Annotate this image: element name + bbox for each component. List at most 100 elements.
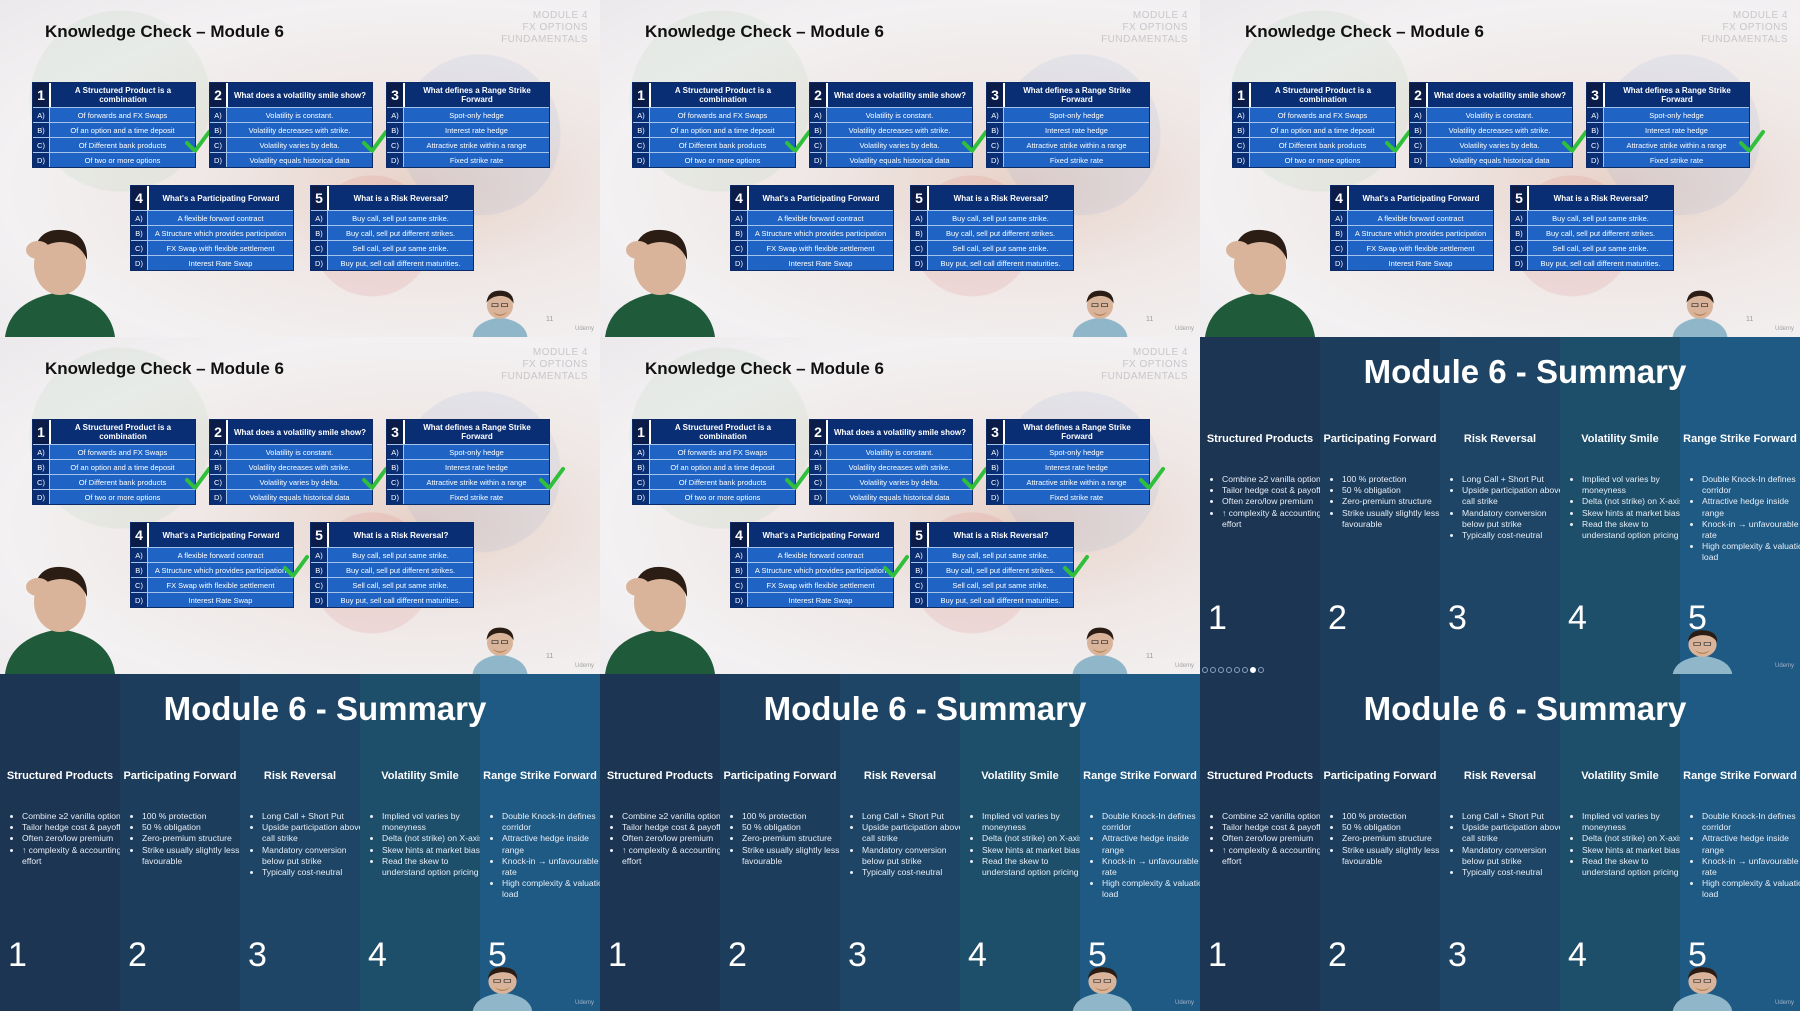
answer-option[interactable]: A)A flexible forward contract: [1331, 210, 1493, 225]
answer-option[interactable]: B)Volatility decreases with strike.: [810, 459, 972, 474]
answer-option[interactable]: B)Of an option and a time deposit: [33, 122, 195, 137]
answer-option[interactable]: C)Volatility varies by delta.: [210, 467, 388, 490]
answer-option[interactable]: D)Buy put, sell call different maturitie…: [911, 592, 1073, 607]
answer-option[interactable]: B)Interest rate hedge: [387, 122, 549, 137]
answer-option[interactable]: C)Volatility varies by delta.: [810, 467, 988, 490]
answer-option[interactable]: B)Buy call, sell put different strikes.: [311, 562, 473, 577]
answer-option[interactable]: B)Interest rate hedge: [987, 459, 1149, 474]
answer-option[interactable]: A)Volatility is constant.: [210, 444, 372, 459]
answer-option[interactable]: A)Buy call, sell put same strike.: [911, 547, 1073, 562]
answer-option[interactable]: D)Volatility equals historical data: [210, 152, 372, 167]
answer-option[interactable]: D)Fixed strike rate: [387, 489, 549, 504]
answer-option[interactable]: D)Buy put, sell call different maturitie…: [1511, 255, 1673, 270]
answer-option[interactable]: C)FX Swap with flexible settlement: [131, 240, 293, 255]
answer-option[interactable]: D)Interest Rate Swap: [131, 592, 293, 607]
answer-option[interactable]: B)Buy call, sell put different strikes.: [1511, 225, 1673, 240]
answer-option[interactable]: B)Interest rate hedge: [987, 122, 1149, 137]
answer-option[interactable]: A)Of forwards and FX Swaps: [33, 444, 195, 459]
answer-option[interactable]: A)Volatility is constant.: [1410, 107, 1572, 122]
answer-option[interactable]: C)Of Different bank products: [633, 467, 811, 490]
answer-option[interactable]: A)Buy call, sell put same strike.: [311, 547, 473, 562]
answer-option[interactable]: A)Spot-only hedge: [987, 444, 1149, 459]
answer-option[interactable]: D)Volatility equals historical data: [210, 489, 372, 504]
answer-option[interactable]: D)Of two or more options: [33, 489, 195, 504]
answer-option[interactable]: D)Of two or more options: [633, 489, 795, 504]
answer-option[interactable]: A)Volatility is constant.: [810, 444, 972, 459]
answer-option[interactable]: D)Interest Rate Swap: [131, 255, 293, 270]
answer-option[interactable]: A)Buy call, sell put same strike.: [1511, 210, 1673, 225]
answer-option[interactable]: C)Sell call, sell put same strike.: [1511, 240, 1673, 255]
answer-option[interactable]: A)A flexible forward contract: [731, 210, 893, 225]
answer-option[interactable]: B)Buy call, sell put different strikes.: [311, 225, 473, 240]
answer-option[interactable]: C)Of Different bank products: [1233, 130, 1411, 153]
answer-option[interactable]: B)Volatility decreases with strike.: [210, 122, 372, 137]
answer-option[interactable]: B)Buy call, sell put different strikes.: [911, 225, 1073, 240]
answer-option[interactable]: C)Volatility varies by delta.: [210, 130, 388, 153]
answer-option[interactable]: B)Volatility decreases with strike.: [210, 459, 372, 474]
answer-option[interactable]: D)Fixed strike rate: [1587, 152, 1749, 167]
answer-option[interactable]: D)Of two or more options: [33, 152, 195, 167]
answer-option[interactable]: C)FX Swap with flexible settlement: [731, 577, 893, 592]
answer-option[interactable]: B)A Structure which provides participati…: [731, 225, 893, 240]
answer-option[interactable]: B)Buy call, sell put different strikes.: [911, 555, 1089, 578]
answer-option[interactable]: C)Attractive strike within a range: [387, 137, 549, 152]
answer-option[interactable]: C)Volatility varies by delta.: [1410, 130, 1588, 153]
answer-option[interactable]: A)Spot-only hedge: [387, 444, 549, 459]
answer-option[interactable]: D)Fixed strike rate: [387, 152, 549, 167]
answer-option[interactable]: C)FX Swap with flexible settlement: [731, 240, 893, 255]
progress-dot[interactable]: [1218, 667, 1224, 673]
answer-option[interactable]: D)Of two or more options: [1233, 152, 1395, 167]
answer-option[interactable]: B)Volatility decreases with strike.: [810, 122, 972, 137]
answer-option[interactable]: A)Buy call, sell put same strike.: [911, 210, 1073, 225]
answer-option[interactable]: D)Volatility equals historical data: [810, 489, 972, 504]
progress-dot[interactable]: [1258, 667, 1264, 673]
answer-option[interactable]: C)Of Different bank products: [633, 130, 811, 153]
answer-option[interactable]: C)FX Swap with flexible settlement: [1331, 240, 1493, 255]
progress-dot[interactable]: [1202, 667, 1208, 673]
answer-option[interactable]: C)Volatility varies by delta.: [810, 130, 988, 153]
progress-dot[interactable]: [1242, 667, 1248, 673]
progress-dot[interactable]: [1234, 667, 1240, 673]
answer-option[interactable]: C)Of Different bank products: [33, 467, 211, 490]
answer-option[interactable]: D)Of two or more options: [633, 152, 795, 167]
answer-option[interactable]: B)Of an option and a time deposit: [33, 459, 195, 474]
answer-option[interactable]: C)Sell call, sell put same strike.: [911, 577, 1073, 592]
answer-option[interactable]: A)Buy call, sell put same strike.: [311, 210, 473, 225]
answer-option[interactable]: B)Interest rate hedge: [1587, 122, 1749, 137]
answer-option[interactable]: A)Of forwards and FX Swaps: [1233, 107, 1395, 122]
answer-option[interactable]: C)Sell call, sell put same strike.: [911, 240, 1073, 255]
answer-option[interactable]: B)Volatility decreases with strike.: [1410, 122, 1572, 137]
answer-option[interactable]: B)A Structure which provides participati…: [1331, 225, 1493, 240]
answer-option[interactable]: C)Attractive strike within a range: [1587, 130, 1765, 153]
answer-option[interactable]: B)Interest rate hedge: [387, 459, 549, 474]
answer-option[interactable]: A)Of forwards and FX Swaps: [33, 107, 195, 122]
answer-option[interactable]: D)Fixed strike rate: [987, 489, 1149, 504]
answer-option[interactable]: C)Sell call, sell put same strike.: [311, 577, 473, 592]
answer-option[interactable]: D)Fixed strike rate: [987, 152, 1149, 167]
answer-option[interactable]: A)Spot-only hedge: [987, 107, 1149, 122]
answer-option[interactable]: A)A flexible forward contract: [731, 547, 893, 562]
answer-option[interactable]: C)Of Different bank products: [33, 130, 211, 153]
answer-option[interactable]: C)Sell call, sell put same strike.: [311, 240, 473, 255]
answer-option[interactable]: C)Attractive strike within a range: [987, 467, 1165, 490]
answer-option[interactable]: A)Of forwards and FX Swaps: [633, 107, 795, 122]
answer-option[interactable]: D)Interest Rate Swap: [731, 592, 893, 607]
answer-option[interactable]: B)A Structure which provides participati…: [131, 555, 309, 578]
answer-option[interactable]: B)Of an option and a time deposit: [1233, 122, 1395, 137]
answer-option[interactable]: D)Buy put, sell call different maturitie…: [311, 255, 473, 270]
answer-option[interactable]: B)Of an option and a time deposit: [633, 459, 795, 474]
answer-option[interactable]: B)A Structure which provides participati…: [131, 225, 293, 240]
answer-option[interactable]: A)A flexible forward contract: [131, 210, 293, 225]
answer-option[interactable]: D)Volatility equals historical data: [810, 152, 972, 167]
answer-option[interactable]: A)Volatility is constant.: [210, 107, 372, 122]
answer-option[interactable]: C)Attractive strike within a range: [387, 467, 565, 490]
answer-option[interactable]: A)Spot-only hedge: [387, 107, 549, 122]
answer-option[interactable]: B)Of an option and a time deposit: [633, 122, 795, 137]
answer-option[interactable]: D)Volatility equals historical data: [1410, 152, 1572, 167]
answer-option[interactable]: C)FX Swap with flexible settlement: [131, 577, 293, 592]
progress-dot[interactable]: [1250, 667, 1256, 673]
answer-option[interactable]: A)A flexible forward contract: [131, 547, 293, 562]
answer-option[interactable]: D)Interest Rate Swap: [731, 255, 893, 270]
slide-progress-dots[interactable]: [1202, 667, 1264, 673]
answer-option[interactable]: A)Volatility is constant.: [810, 107, 972, 122]
